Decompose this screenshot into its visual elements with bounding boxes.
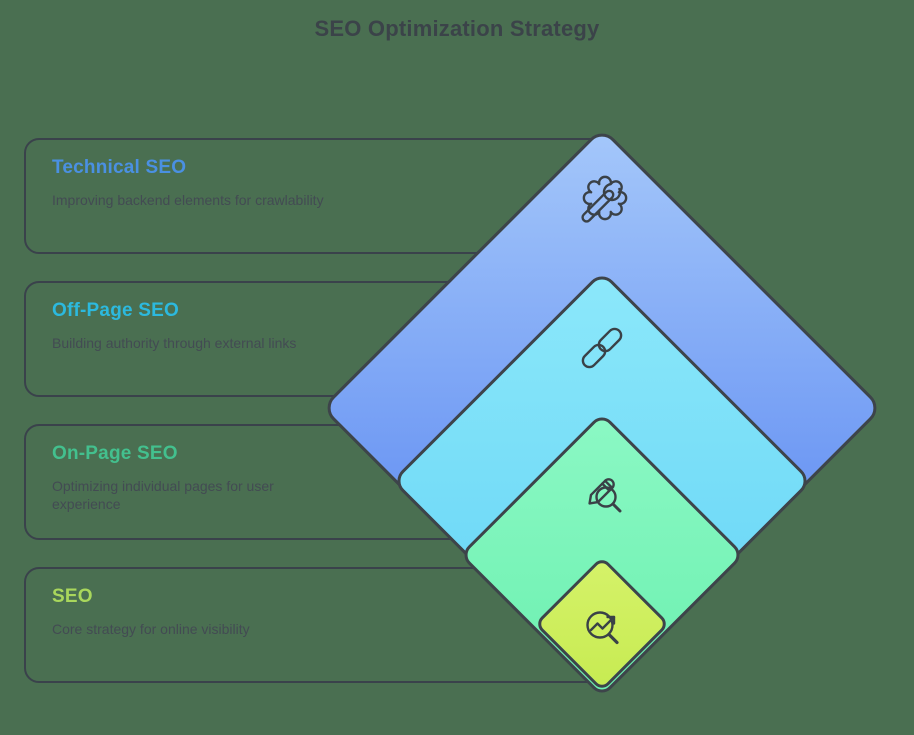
trend-search-icon: [572, 595, 632, 655]
pencil-search-icon: [570, 460, 634, 524]
card-description: Optimizing individual pages for user exp…: [52, 478, 274, 513]
card-heading: SEO: [52, 586, 93, 607]
card-on-page-seo: On-Page SEO Optimizing individual pages …: [24, 424, 610, 540]
page-title: SEO Optimization Strategy: [314, 16, 600, 41]
card-description: Building authority through external link…: [52, 335, 297, 351]
card-heading: Off-Page SEO: [52, 300, 179, 321]
card-heading: On-Page SEO: [52, 443, 178, 464]
card-description: Improving backend elements for crawlabil…: [52, 192, 324, 208]
card-description: Core strategy for online visibility: [52, 621, 250, 637]
card-technical-seo: Technical SEO Improving backend elements…: [24, 138, 610, 254]
chain-link-icon: [574, 320, 630, 376]
card-heading: Technical SEO: [52, 157, 187, 178]
gear-wrench-icon: [570, 171, 634, 235]
